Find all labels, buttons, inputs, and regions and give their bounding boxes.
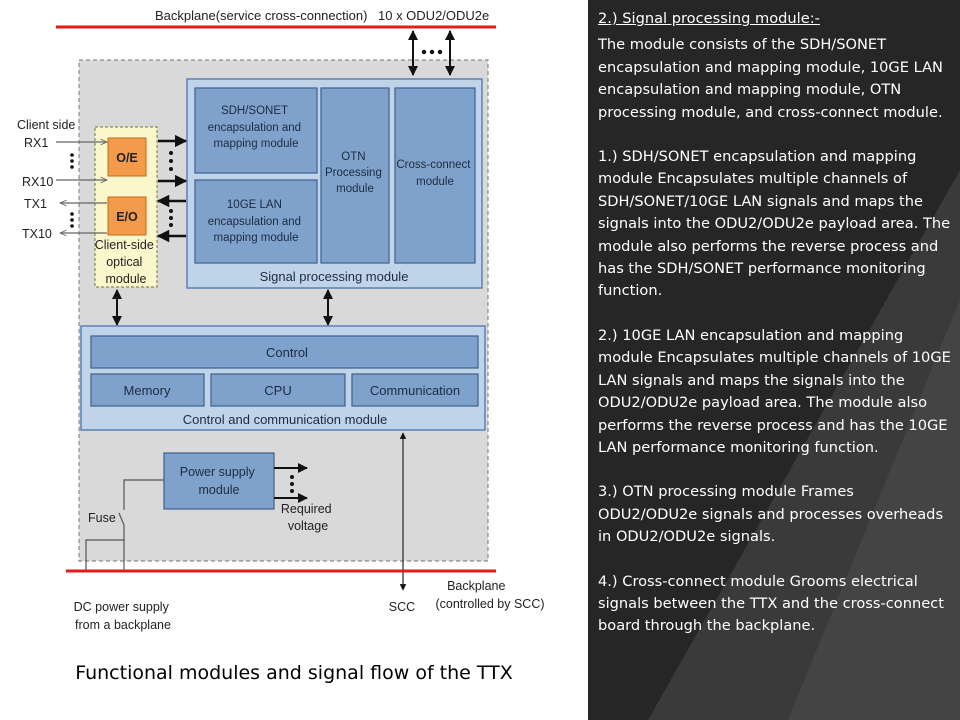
section-heading: 2.) Signal processing module:- bbox=[598, 10, 820, 27]
fuse-symbol bbox=[118, 479, 164, 526]
client-module-label: Client-side optical module bbox=[95, 238, 158, 286]
communication-box bbox=[351, 373, 479, 407]
cpu-box bbox=[210, 373, 346, 407]
ellipsis-dots-rx bbox=[70, 153, 74, 169]
otn-label: OTN Processing module bbox=[325, 151, 385, 195]
ellipsis-dots-power bbox=[290, 475, 294, 493]
ellipsis-dots-mid-lower bbox=[169, 209, 173, 227]
oe-label: O/E bbox=[116, 151, 138, 165]
tx10-label: TX10 bbox=[22, 227, 52, 241]
tx1-label: TX1 bbox=[24, 197, 47, 211]
signal-processing-label: Signal processing module bbox=[260, 269, 409, 284]
rx1-label: RX1 bbox=[24, 136, 48, 150]
cpu-label: CPU bbox=[264, 383, 291, 398]
sdh-sonet-box bbox=[194, 87, 318, 174]
paragraph-intro: The module consists of the SDH/SONET enc… bbox=[598, 36, 943, 121]
control-box bbox=[90, 335, 479, 369]
otn-box bbox=[320, 87, 390, 264]
paragraph-lan: 2.) 10GE LAN encapsulation and mapping m… bbox=[598, 326, 951, 456]
description-text: 2.) Signal processing module:- The modul… bbox=[598, 8, 956, 660]
dc-power-label: DC power supply from a backplane bbox=[74, 600, 173, 632]
ellipsis-dots-top bbox=[421, 49, 443, 55]
paragraph-otn: 3.) OTN processing module Frames ODU2/OD… bbox=[598, 483, 944, 546]
required-voltage-label: Required voltage bbox=[281, 502, 335, 533]
paragraph-cross-connect: 4.) Cross-connect module Grooms electric… bbox=[598, 572, 944, 635]
power-supply-box bbox=[163, 452, 275, 510]
ellipsis-dots-mid-upper bbox=[169, 151, 173, 171]
fuse-label: Fuse bbox=[88, 511, 116, 525]
top-backplane-label: Backplane(service cross-connection) bbox=[155, 8, 367, 23]
panel-shading bbox=[648, 170, 960, 720]
communication-label: Communication bbox=[370, 383, 460, 398]
description-panel: 2.) Signal processing module:- The modul… bbox=[588, 0, 960, 720]
control-label: Control bbox=[266, 345, 308, 360]
ccm-label: Control and communication module bbox=[183, 412, 388, 427]
eo-label: E/O bbox=[116, 210, 138, 224]
power-supply-label: Power supply module bbox=[180, 465, 259, 497]
cross-connect-box bbox=[394, 87, 476, 264]
bottom-backplane-label: Backplane (controlled by SCC) bbox=[435, 579, 544, 611]
power-feed-line bbox=[85, 525, 125, 571]
oe-box bbox=[107, 137, 147, 177]
sdh-sonet-label: SDH/SONET encapsulation and mapping modu… bbox=[208, 105, 305, 150]
eo-box bbox=[107, 196, 147, 236]
ttx-functional-diagram: Backplane(service cross-connection) 10 x… bbox=[17, 8, 545, 632]
client-side-label: Client side bbox=[17, 118, 75, 132]
paragraph-sdh: 1.) SDH/SONET encapsulation and mapping … bbox=[598, 148, 951, 300]
lan-box bbox=[194, 179, 318, 264]
scc-label: SCC bbox=[389, 600, 415, 614]
rx10-label: RX10 bbox=[22, 175, 53, 189]
cross-connect-label: Cross-connect module bbox=[396, 159, 473, 188]
odu-label: 10 x ODU2/ODU2e bbox=[378, 8, 489, 23]
memory-box bbox=[90, 373, 205, 407]
lan-label: 10GE LAN encapsulation and mapping modul… bbox=[208, 199, 305, 244]
memory-label: Memory bbox=[124, 383, 171, 398]
ellipsis-dots-tx bbox=[70, 212, 74, 228]
diagram-caption: Functional modules and signal flow of th… bbox=[75, 662, 513, 684]
